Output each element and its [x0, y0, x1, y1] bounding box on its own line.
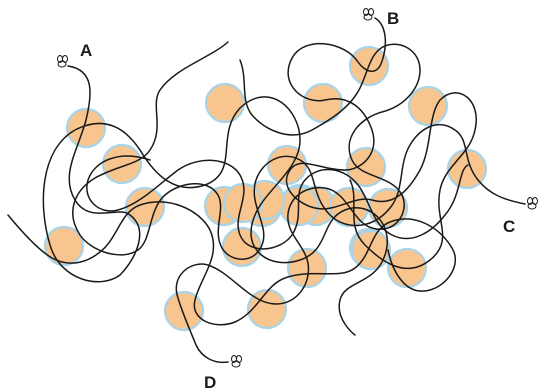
- chain-end-a: A: [57, 41, 92, 68]
- chain-c: [72, 41, 526, 260]
- chain-end-label-a: A: [80, 41, 92, 60]
- crosslink-node: [286, 247, 328, 289]
- bee-icon: [363, 8, 374, 21]
- chain-end-label-d: D: [204, 373, 216, 392]
- chain-end-b: B: [363, 8, 399, 28]
- chain-ends: A B C: [57, 8, 538, 392]
- crosslink-node: [65, 107, 107, 149]
- crosslink-node: [204, 82, 246, 124]
- chain-e: [7, 201, 457, 326]
- crosslink-node: [124, 186, 166, 228]
- bee-icon: [57, 55, 68, 68]
- polymer-chains: [7, 17, 526, 364]
- crosslink-nodes: [43, 45, 488, 332]
- chain-end-d: D: [204, 355, 242, 392]
- bee-icon: [231, 355, 242, 368]
- crosslink-node: [407, 85, 449, 127]
- crosslink-node: [345, 146, 387, 188]
- chain-end-label-b: B: [387, 9, 399, 28]
- chain-end-c: C: [503, 197, 538, 236]
- chain-end-label-c: C: [503, 217, 515, 236]
- crosslink-node: [302, 82, 344, 124]
- chain-b: [285, 17, 477, 270]
- crosslink-node: [101, 143, 143, 185]
- chain-f: [86, 155, 469, 250]
- crosslink-node: [163, 290, 205, 332]
- chain-d: [175, 43, 421, 364]
- bee-icon: [527, 197, 538, 210]
